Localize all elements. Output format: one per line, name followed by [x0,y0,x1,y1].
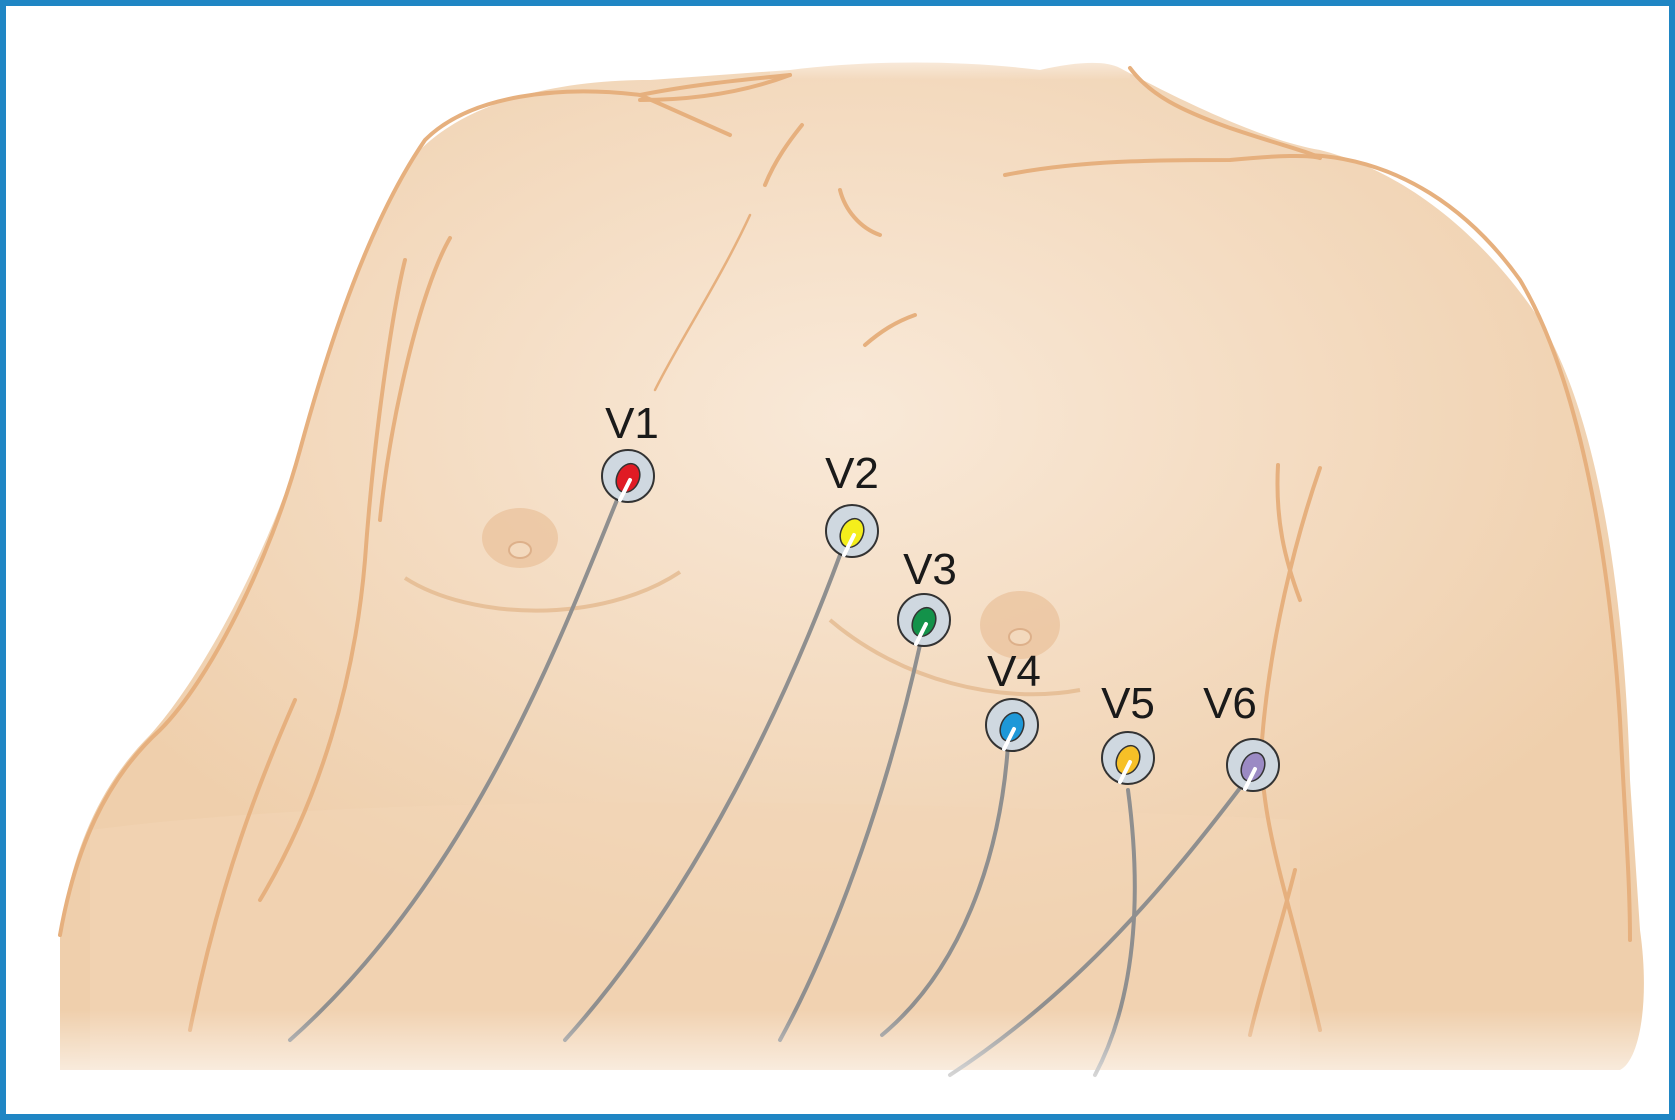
lead-label-v2: V2 [825,449,879,498]
lead-label-v3: V3 [903,545,957,594]
right-nipple [1009,629,1031,645]
left-nipple [509,542,531,558]
lead-label-v1: V1 [605,399,659,448]
lead-label-v4: V4 [987,647,1041,696]
bottom-fade [6,1010,1669,1114]
neck-fade [770,40,1130,80]
lead-label-v6: V6 [1203,679,1257,728]
lead-label-v5: V5 [1101,679,1155,728]
